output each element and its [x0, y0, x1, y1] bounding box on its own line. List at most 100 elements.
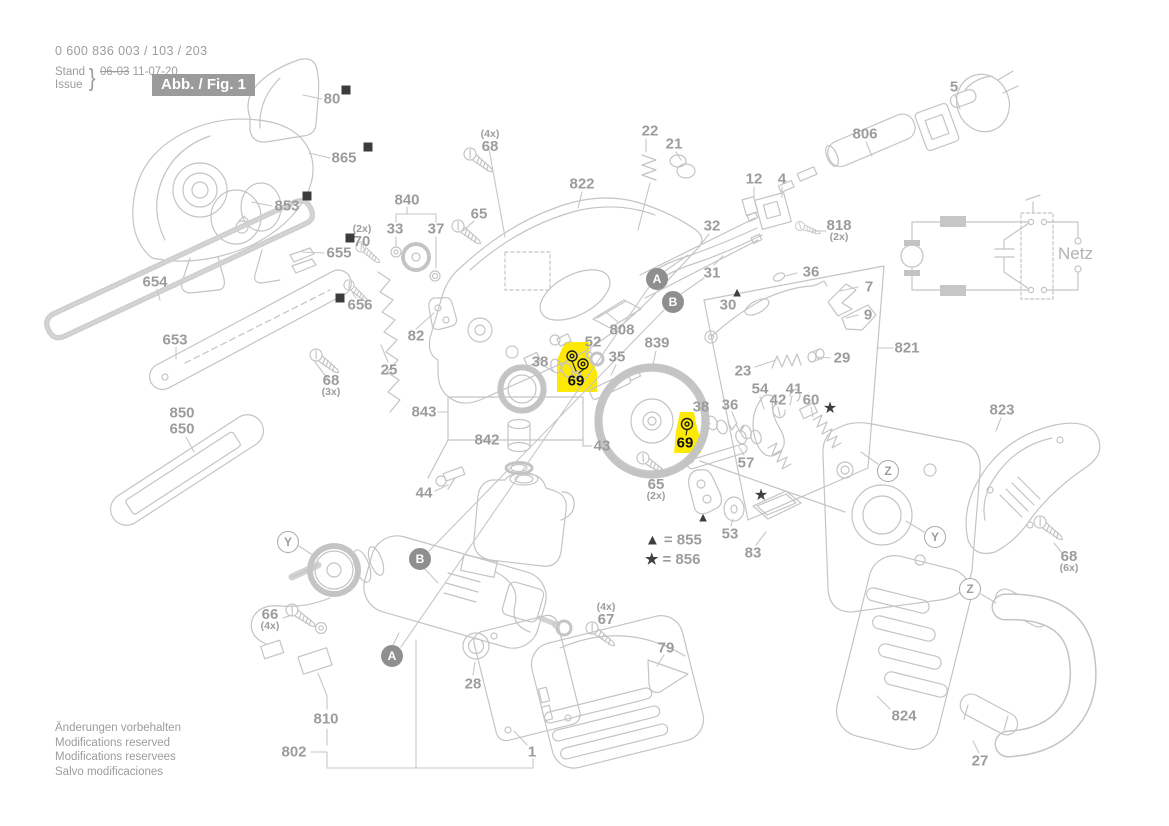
part-callout-57: 57 — [737, 454, 755, 472]
motor-housing-drawing — [473, 614, 705, 769]
part-callout-21: 21 — [665, 135, 683, 153]
lever-springs-drawing — [634, 388, 846, 522]
black-square-marker — [345, 233, 355, 243]
part-callout-54: 54 — [751, 380, 769, 398]
part-callout-65: 65 — [470, 205, 488, 223]
wiring-schematic — [900, 194, 1082, 300]
upper-housing-drawing — [428, 197, 703, 404]
part-callout-82: 82 — [407, 327, 425, 345]
part-callout-9: 9 — [863, 306, 873, 324]
mains-label: Netz — [1058, 244, 1093, 263]
part-callout-38: 38 — [531, 353, 549, 371]
part-callout-30: 30 — [719, 296, 737, 314]
reference-circle-Z: Z — [877, 460, 899, 482]
triangle-marker: ▲ — [696, 509, 710, 525]
part-callout-68: 68(6x) — [1059, 548, 1079, 574]
part-callout-7: 7 — [864, 278, 874, 296]
part-callout-824: 824 — [891, 707, 917, 725]
part-callout-839: 839 — [644, 334, 670, 352]
reference-circle-A: A — [646, 268, 668, 290]
part-callout-842: 842 — [474, 431, 500, 449]
part-callout-33: 33 — [386, 220, 404, 238]
part-callout-83: 83 — [744, 544, 762, 562]
highlighted-part-callout-69: 69 — [567, 372, 585, 390]
part-callout-79: 79 — [657, 639, 675, 657]
part-callout-822: 822 — [569, 175, 595, 193]
part-callout-68: 68(3x) — [321, 372, 341, 398]
armature-drawing — [250, 535, 573, 675]
part-callout-808: 808 — [609, 321, 635, 339]
part-callout-27: 27 — [971, 752, 989, 770]
document-part-number: 0 600 836 003 / 103 / 203 — [55, 44, 208, 58]
part-callout-850: 850 — [169, 404, 195, 422]
black-square-marker — [302, 191, 312, 201]
black-square-marker — [335, 293, 345, 303]
part-callout-840: 840 — [394, 191, 420, 209]
part-callout-67: (4x)67 — [596, 601, 616, 628]
part-callout-35: 35 — [608, 348, 626, 366]
chain-bar-guard-drawing — [44, 198, 352, 526]
footer-line-fr: Modifications reservees — [55, 751, 176, 763]
footer-line-es: Salvo modificaciones — [55, 765, 164, 778]
part-callout-818: 818(2x) — [826, 217, 852, 243]
revision-brace: } — [88, 64, 96, 92]
part-callout-656: 656 — [347, 296, 373, 314]
part-callout-843: 843 — [411, 403, 437, 421]
sprocket-parts-drawing — [377, 242, 458, 413]
part-callout-853: 853 — [274, 197, 300, 215]
part-callout-28: 28 — [464, 675, 482, 693]
black-square-marker — [341, 85, 351, 95]
part-callout-810: 810 — [313, 710, 339, 728]
oil-tank-drawing — [427, 364, 591, 567]
black-square-marker — [363, 142, 373, 152]
revision-block: Stand Issue — [55, 66, 85, 92]
reference-circle-Y: Y — [277, 531, 299, 553]
part-callout-53: 53 — [721, 525, 739, 543]
stand-value: 06-03 — [100, 66, 130, 78]
part-callout-37: 37 — [427, 220, 445, 238]
footer-line-en: Modifications reserved — [55, 736, 171, 749]
part-callout-25: 25 — [380, 361, 398, 379]
part-callout-44: 44 — [415, 484, 433, 502]
legend-text: = 855 — [663, 531, 702, 549]
footer-disclaimer: Änderungen vorbehalten Modifications res… — [55, 721, 181, 779]
triangle-icon: ▲ — [645, 531, 660, 549]
gear-train-drawing — [550, 299, 728, 479]
footer-line-de: Änderungen vorbehalten — [55, 722, 181, 734]
highlighted-part-callout-69: 69 — [676, 434, 694, 452]
reference-circle-Z: Z — [959, 578, 981, 600]
reference-circle-A: A — [381, 645, 403, 667]
legend-entry-856: ★= 856 — [645, 550, 700, 568]
part-callout-68: (4x)68 — [480, 128, 500, 155]
part-callout-650: 650 — [169, 420, 195, 438]
part-callout-36: 36 — [802, 263, 820, 281]
star-marker: ★ — [753, 487, 769, 504]
part-callout-70: (2x)70 — [352, 223, 372, 250]
part-callout-29: 29 — [833, 349, 851, 367]
part-callout-653: 653 — [162, 331, 188, 349]
circlip-glyphs — [566, 350, 694, 436]
part-callout-31: 31 — [703, 264, 721, 282]
triangle-marker: ▲ — [730, 284, 744, 300]
part-callout-655: 655 — [326, 244, 352, 262]
star-marker: ★ — [822, 400, 838, 417]
part-callout-66: 66(4x) — [260, 606, 280, 632]
part-callout-52: 52 — [584, 333, 602, 351]
part-callout-865: 865 — [331, 149, 357, 167]
part-callout-1: 1 — [527, 743, 537, 761]
legend-text: = 856 — [662, 551, 701, 568]
part-callout-654: 654 — [142, 273, 168, 291]
part-callout-806: 806 — [852, 125, 878, 143]
reference-circle-B: B — [662, 291, 684, 313]
part-callout-43: 43 — [593, 437, 611, 455]
legend-entry-855: ▲= 855 — [645, 532, 702, 549]
switch-and-cord-drawing — [639, 70, 1019, 299]
figure-badge: Abb. / Fig. 1 — [152, 74, 255, 96]
part-callout-41: 41 — [785, 380, 803, 398]
leader-lines — [156, 94, 1063, 769]
issue-label: Issue — [55, 79, 83, 91]
part-callout-802: 802 — [281, 743, 307, 761]
